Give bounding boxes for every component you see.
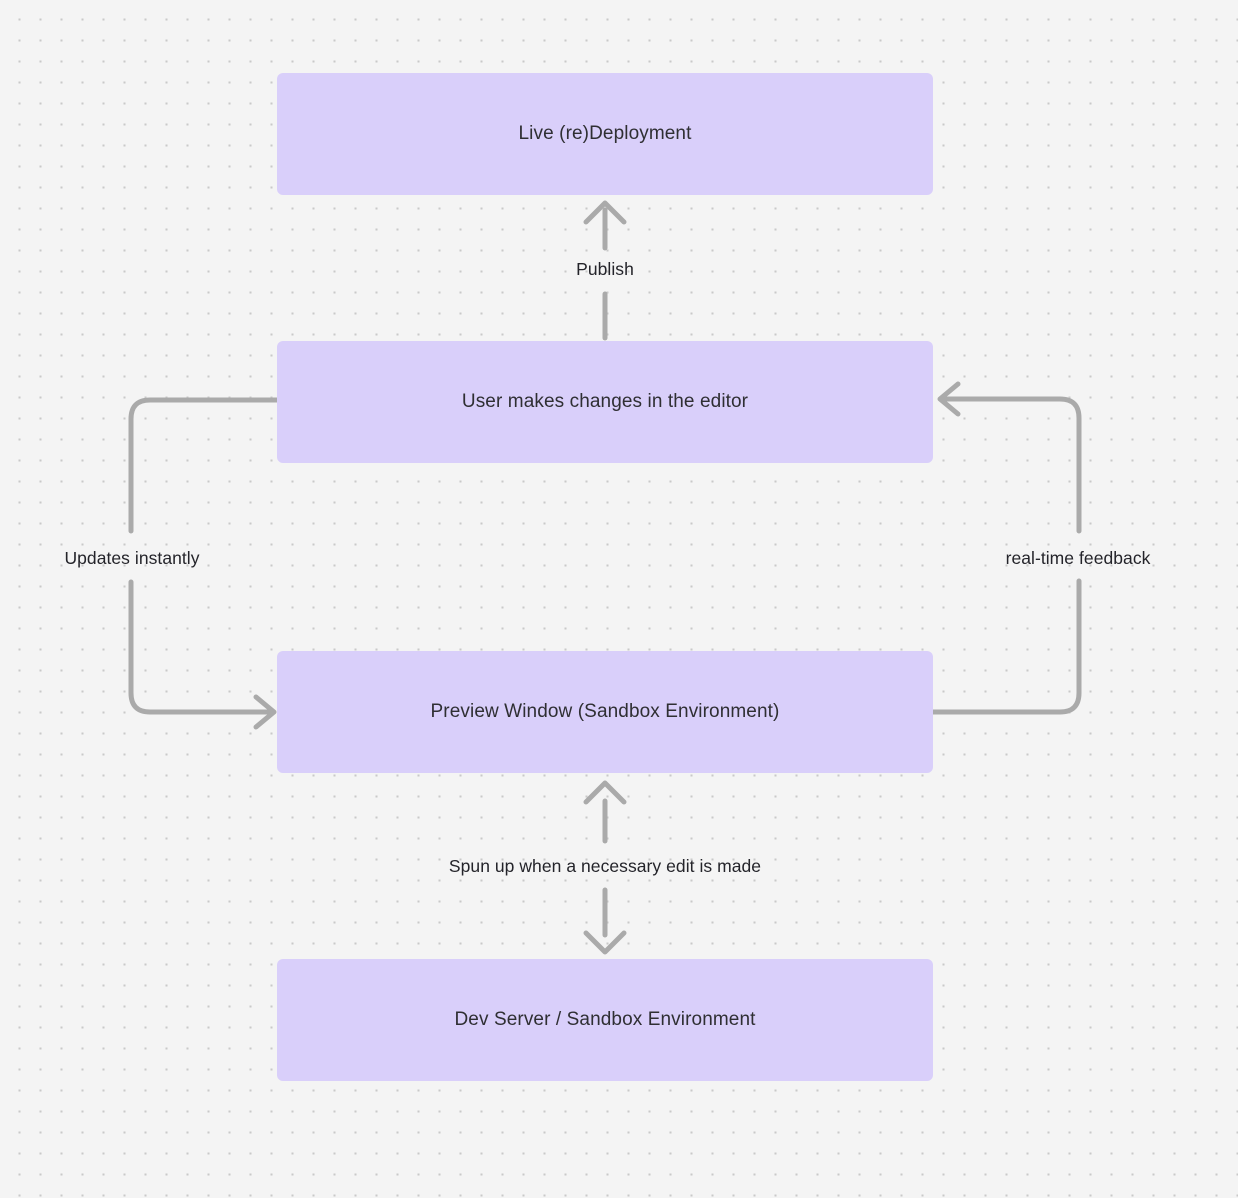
node-label: Preview Window (Sandbox Environment) [430,701,780,722]
edge-label-updates-instantly: Updates instantly [64,548,200,568]
edge-label-real-time-feedback: real-time feedback [1005,548,1151,568]
node-preview-window[interactable]: Preview Window (Sandbox Environment) [277,651,933,773]
node-label: Dev Server / Sandbox Environment [454,1009,756,1030]
node-dev-server[interactable]: Dev Server / Sandbox Environment [277,959,933,1081]
node-user-edits[interactable]: User makes changes in the editor [277,341,933,463]
node-label: Live (re)Deployment [518,123,692,144]
node-live-deployment[interactable]: Live (re)Deployment [277,73,933,195]
edge-label-spun-up: Spun up when a necessary edit is made [448,856,762,876]
edge-label-publish: Publish [576,259,634,279]
node-label: User makes changes in the editor [461,391,749,412]
